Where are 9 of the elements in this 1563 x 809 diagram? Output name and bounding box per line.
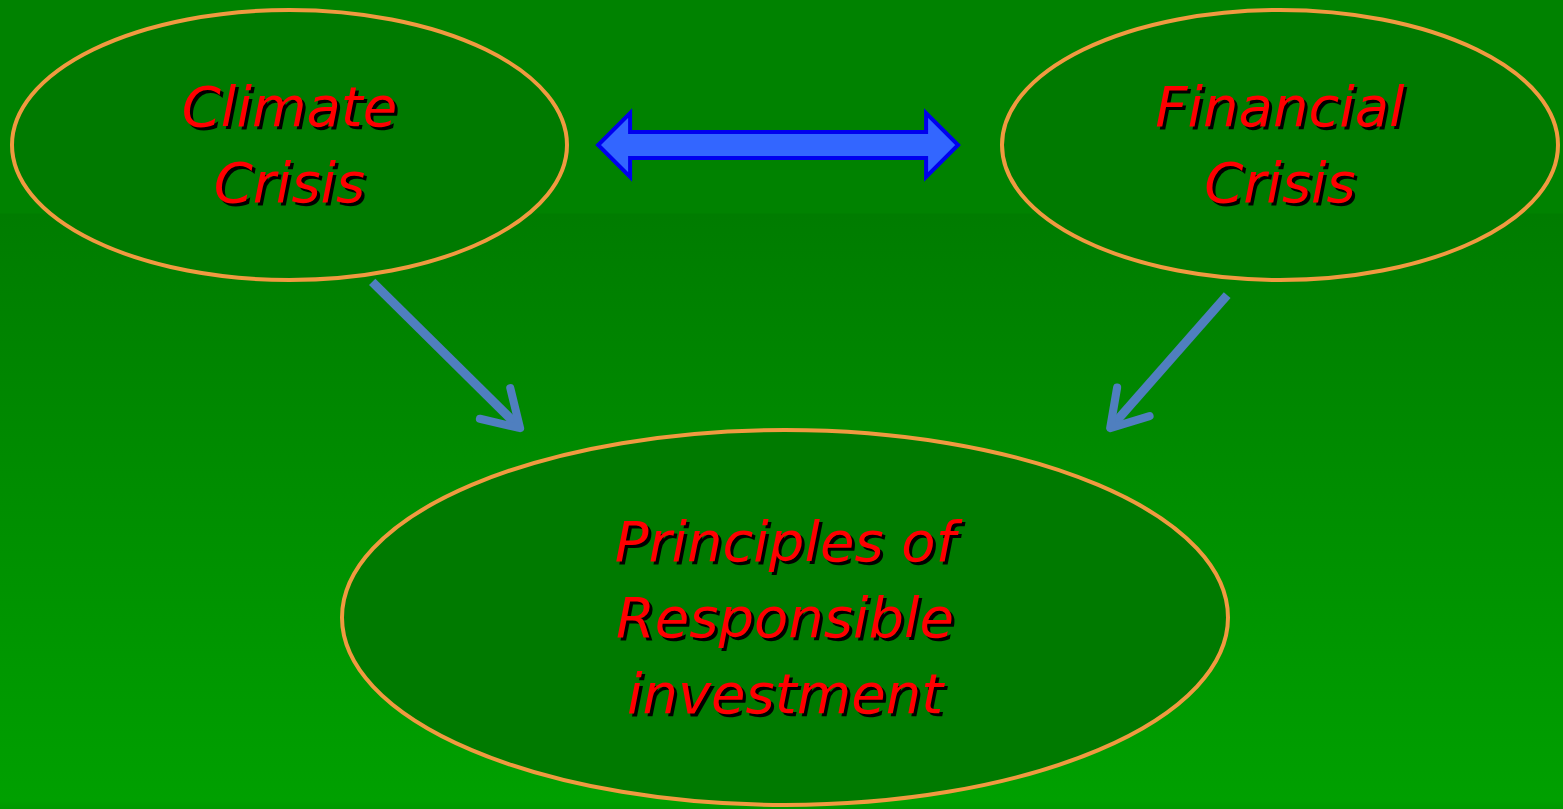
arrow [595, 108, 961, 182]
ellipse-node [12, 10, 567, 280]
ellipse-node [342, 430, 1228, 805]
node-label: Financial Crisis [1154, 73, 1406, 217]
arrow [369, 278, 525, 433]
ellipse-node [1002, 10, 1558, 280]
arrow [1106, 292, 1231, 433]
node-label: Climate Crisis [180, 73, 399, 217]
node-label: Principles of Responsible investment [525, 503, 1045, 732]
